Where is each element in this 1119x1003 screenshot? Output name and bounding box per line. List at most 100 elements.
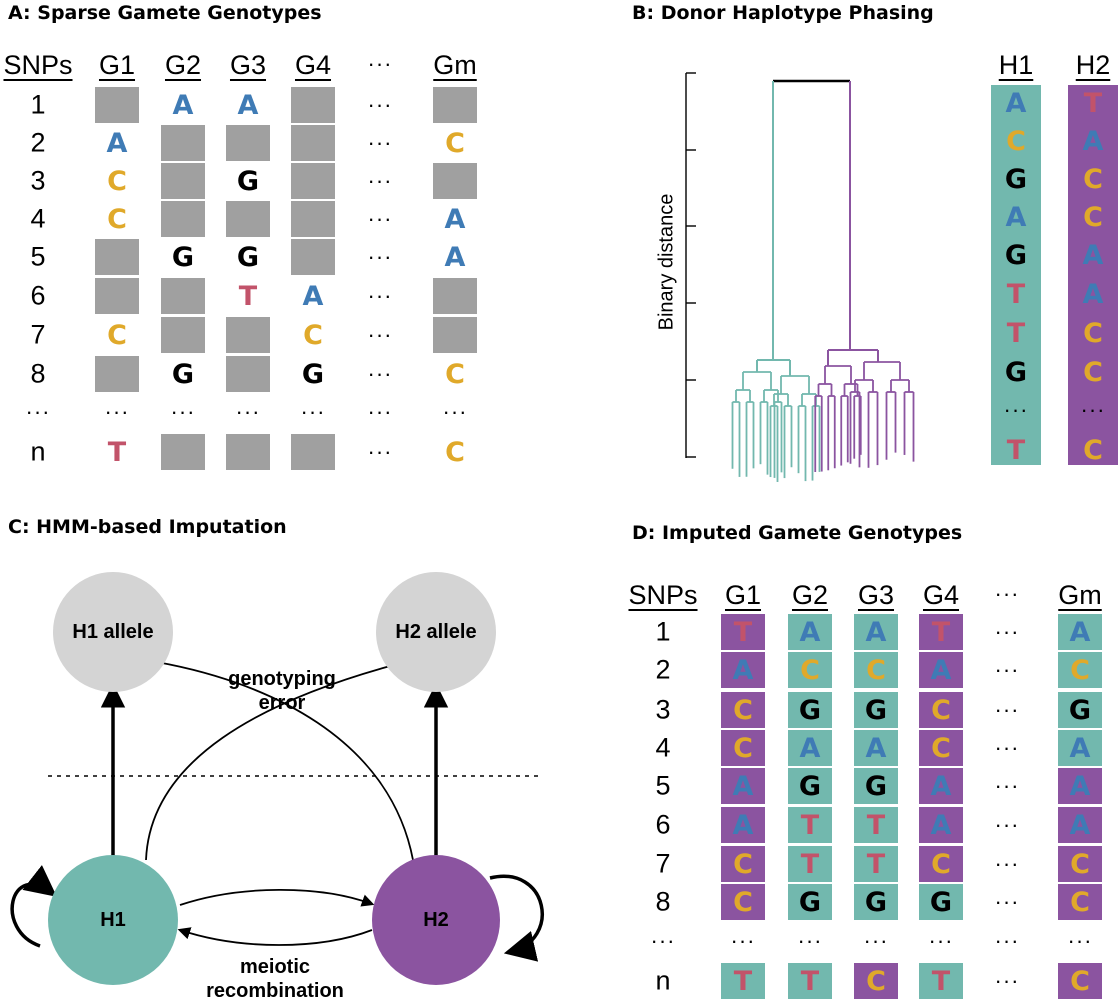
genotype-cell: A xyxy=(1058,730,1102,766)
genotype-cell: G xyxy=(788,768,832,804)
allele-a: A xyxy=(732,770,754,802)
allele-g: G xyxy=(864,886,888,918)
panel-d-title: D: Imputed Gamete Genotypes xyxy=(632,522,963,544)
row-label-7: 7 xyxy=(655,848,671,879)
column-header-g2: G2 xyxy=(164,50,202,80)
allele-c: C xyxy=(445,436,465,468)
h1-allele-node: H1 allele xyxy=(53,572,173,692)
allele-g: G xyxy=(236,241,260,273)
allele-a: A xyxy=(930,654,952,686)
allele-t: T xyxy=(800,848,820,880)
haplotype-allele-c: C xyxy=(1083,163,1103,195)
allele-a: A xyxy=(1069,616,1091,648)
allele-a: A xyxy=(444,203,466,235)
genotype-cell: C xyxy=(433,356,477,392)
haplotype-ellipsis: ··· xyxy=(1080,397,1106,422)
haplotype-header-h2: H2 xyxy=(1075,50,1111,80)
missing-genotype-cell xyxy=(433,163,477,199)
genotyping-error-line-1: genotyping xyxy=(228,668,336,690)
genotype-cell: C xyxy=(721,730,765,766)
allele-a: A xyxy=(732,809,754,841)
allele-c: C xyxy=(733,886,753,918)
column-header-g3: G3 xyxy=(229,50,267,80)
genotype-cell: G xyxy=(161,356,205,392)
haplotype-ellipsis: ··· xyxy=(1003,397,1029,422)
genotype-cell: A xyxy=(788,730,832,766)
allele-g: G xyxy=(798,886,822,918)
cell-ellipsis: ··· xyxy=(994,851,1020,876)
cell-ellipsis: ··· xyxy=(994,928,1020,953)
genotype-cell: T xyxy=(788,807,832,843)
row-label-6: 6 xyxy=(655,809,671,840)
haplotype-allele-g: G xyxy=(1004,356,1028,388)
allele-a: A xyxy=(237,89,259,121)
allele-t: T xyxy=(800,965,820,997)
haplotype-allele-c: C xyxy=(1083,434,1103,466)
cell-ellipsis: ··· xyxy=(994,889,1020,914)
genotype-cell: C xyxy=(919,846,963,882)
genotype-cell: G xyxy=(919,884,963,920)
missing-genotype-cell xyxy=(291,201,335,237)
genotype-cell: T xyxy=(854,846,898,882)
column-header-gm: Gm xyxy=(433,50,477,80)
cell-ellipsis: ··· xyxy=(367,322,393,347)
row-label-1: 1 xyxy=(30,89,46,120)
column-header-gm: Gm xyxy=(1058,580,1102,610)
column-ellipsis: ··· xyxy=(367,51,393,76)
cell-ellipsis: ··· xyxy=(994,773,1020,798)
panel-c-title: C: HMM-based Imputation xyxy=(8,516,287,538)
haplotype-allele-c: C xyxy=(1083,201,1103,233)
cell-ellipsis: ··· xyxy=(994,619,1020,644)
allele-g: G xyxy=(171,358,195,390)
allele-t: T xyxy=(866,809,886,841)
missing-genotype-cell xyxy=(433,317,477,353)
allele-a: A xyxy=(302,280,324,312)
missing-genotype-cell xyxy=(161,125,205,161)
allele-c: C xyxy=(303,319,323,351)
allele-a: A xyxy=(172,89,194,121)
genotype-cell: T xyxy=(788,846,832,882)
allele-c: C xyxy=(1070,654,1090,686)
haplotype-strip-h2 xyxy=(1068,85,1118,465)
row-label-5: 5 xyxy=(30,241,46,272)
haplotype-allele-a: A xyxy=(1082,125,1104,157)
allele-t: T xyxy=(107,436,127,468)
allele-t: T xyxy=(238,280,258,312)
genotype-cell: C xyxy=(854,652,898,688)
allele-a: A xyxy=(732,654,754,686)
row-label-4: 4 xyxy=(30,203,46,234)
error-h1-to-h2allele-arrow xyxy=(145,658,408,861)
cell-ellipsis: ··· xyxy=(994,697,1020,722)
cell-ellipsis: ··· xyxy=(994,735,1020,760)
allele-g: G xyxy=(236,165,260,197)
allele-g: G xyxy=(864,694,888,726)
row-label-n: n xyxy=(655,965,671,996)
genotype-cell: A xyxy=(854,730,898,766)
h1-state-node: H1 xyxy=(48,855,178,985)
haplotype-allele-a: A xyxy=(1082,239,1104,271)
row-label-8: 8 xyxy=(30,358,46,389)
genotype-cell: C xyxy=(721,692,765,728)
genotype-cell: A xyxy=(919,652,963,688)
genotype-cell: A xyxy=(721,807,765,843)
genotype-cell: G xyxy=(226,163,270,199)
recomb-h2-to-h1-arrow xyxy=(177,927,373,946)
genotype-cell: G xyxy=(1058,692,1102,728)
genotype-cell: C xyxy=(919,730,963,766)
cell-ellipsis: ··· xyxy=(367,439,393,464)
allele-c: C xyxy=(107,319,127,351)
recomb-h1-to-h2-arrow xyxy=(179,889,375,907)
row-label-3: 3 xyxy=(655,694,671,725)
haplotype-allele-t: T xyxy=(1006,278,1026,310)
cell-ellipsis: ··· xyxy=(170,399,196,424)
genotype-cell: G xyxy=(854,884,898,920)
row-label-2: 2 xyxy=(30,127,46,158)
allele-c: C xyxy=(1070,965,1090,997)
error-h2-to-h1allele-arrow xyxy=(142,655,414,861)
genotype-cell: C xyxy=(1058,652,1102,688)
allele-t: T xyxy=(733,616,753,648)
genotype-cell: C xyxy=(1058,846,1102,882)
allele-g: G xyxy=(929,886,953,918)
allele-g: G xyxy=(301,358,325,390)
